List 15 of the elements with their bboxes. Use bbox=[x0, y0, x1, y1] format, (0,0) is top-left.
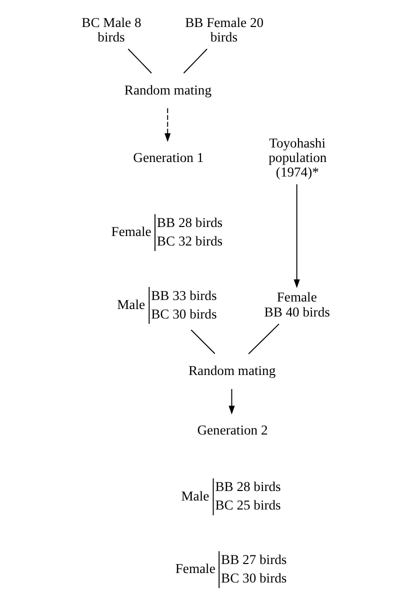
node-text: Generation 2 bbox=[197, 422, 268, 438]
node-text: Random mating bbox=[188, 363, 276, 378]
connector bbox=[248, 323, 280, 354]
node-text: Generation 1 bbox=[133, 150, 204, 165]
node-text: Random mating bbox=[124, 82, 212, 98]
node-text: Toyohashi population (1974)* bbox=[268, 135, 327, 180]
node-text: BC Male 8 birds bbox=[82, 14, 142, 44]
arrow bbox=[164, 108, 171, 142]
connector bbox=[183, 48, 208, 74]
node-text: Female BB 40 birds bbox=[264, 290, 330, 320]
arrow bbox=[228, 388, 235, 414]
node-text: BB Female 20 birds bbox=[185, 14, 264, 44]
connector bbox=[190, 329, 216, 354]
connector bbox=[128, 48, 152, 74]
arrow bbox=[294, 184, 300, 288]
